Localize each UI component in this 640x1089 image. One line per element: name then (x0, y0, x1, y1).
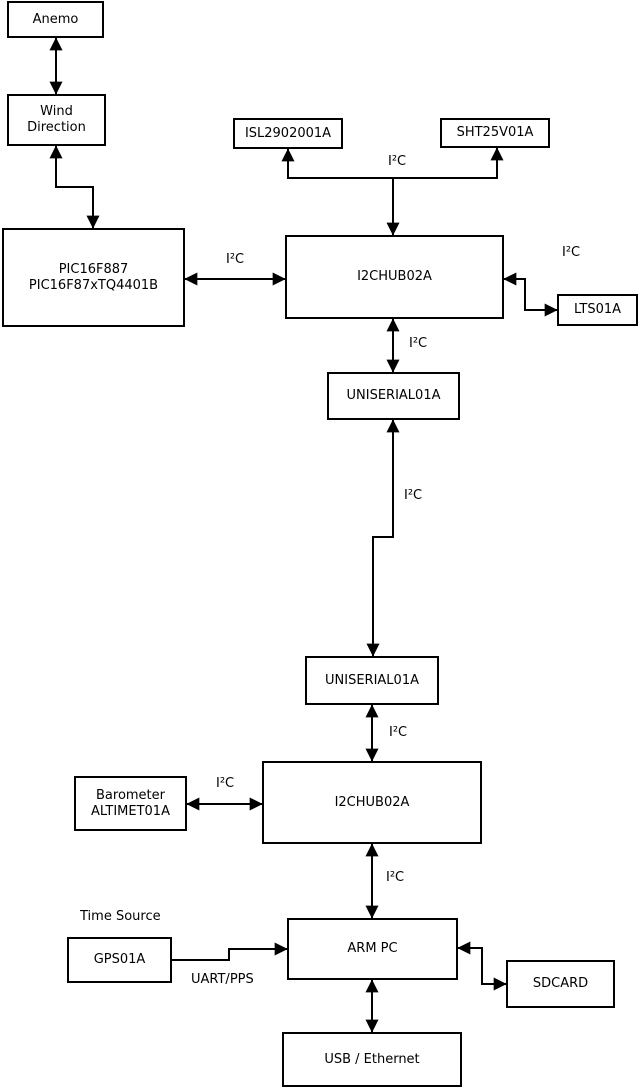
edge-label-i2c-hub1-uni1: I²C (409, 336, 428, 351)
connector-gps-armpc (172, 942, 288, 961)
node-uniserial01a-lower-label: UNISERIAL01A (325, 672, 419, 688)
node-pic16f887-label-line1: PIC16F887 (58, 261, 129, 277)
node-isl2902001a-label: ISL2902001A (244, 125, 332, 141)
node-isl2902001a: ISL2902001A (233, 118, 343, 149)
node-usb-ethernet: USB / Ethernet (282, 1032, 462, 1087)
node-pic16f887: PIC16F887 PIC16F87xTQ4401B (2, 228, 185, 327)
node-uniserial01a-upper: UNISERIAL01A (327, 372, 460, 420)
node-uniserial01a-upper-label: UNISERIAL01A (346, 388, 441, 403)
edge-label-i2c-uni2-hub2: I²C (389, 725, 408, 740)
node-sht25v01a: SHT25V01A (440, 118, 550, 148)
edge-label-i2c-top-bus: I²C (388, 154, 407, 169)
node-barometer-altimet01a: Barometer ALTIMET01A (74, 776, 187, 831)
edge-label-i2c-baro-hub2: I²C (216, 776, 235, 791)
connector-uni1-uni2 (366, 419, 400, 657)
connector-wind-pic (49, 145, 100, 229)
node-i2chub02a-lower-label: I2CHUB02A (334, 794, 410, 810)
edge-label-i2c-pic-hub1: I²C (226, 252, 245, 267)
node-lts01a: LTS01A (557, 294, 638, 326)
node-i2chub02a-upper-label: I2CHUB02A (357, 269, 432, 284)
node-anemo-label: Anemo (32, 11, 79, 27)
connector-hub1-lts (503, 272, 558, 317)
edge-label-i2c-hub2-arm: I²C (386, 870, 405, 885)
node-sdcard: SDCARD (506, 960, 615, 1008)
node-i2chub02a-lower: I2CHUB02A (262, 761, 482, 844)
node-wind-direction: Wind Direction (7, 94, 106, 146)
node-arm-pc-label: ARM PC (347, 941, 398, 956)
node-wind-direction-label-line2: Direction (27, 120, 86, 135)
node-lts01a-label: LTS01A (573, 302, 622, 317)
edge-label-uart-pps: UART/PPS (191, 972, 254, 987)
node-wind-direction-label-line1: Wind (40, 104, 73, 119)
node-arm-pc: ARM PC (287, 918, 458, 980)
connector-armpc-sdcard (457, 941, 507, 991)
node-gps01a-label: GPS01A (93, 952, 146, 967)
node-barometer-label-line1: Barometer (96, 787, 165, 803)
node-i2chub02a-upper: I2CHUB02A (285, 235, 504, 319)
edge-label-i2c-uni1-uni2: I²C (404, 488, 423, 503)
node-sdcard-label: SDCARD (532, 976, 589, 991)
edge-label-i2c-hub1-lts: I²C (562, 245, 581, 260)
edge-label-time-source: Time Source (80, 909, 161, 924)
node-barometer-label-line2: ALTIMET01A (91, 803, 170, 819)
node-gps01a: GPS01A (67, 937, 172, 983)
node-pic16f887-label-line2: PIC16F87xTQ4401B (28, 277, 159, 293)
node-usb-ethernet-label: USB / Ethernet (324, 1051, 420, 1067)
node-uniserial01a-lower: UNISERIAL01A (305, 656, 439, 705)
node-sht25v01a-label: SHT25V01A (456, 125, 534, 140)
node-anemo: Anemo (7, 1, 104, 38)
